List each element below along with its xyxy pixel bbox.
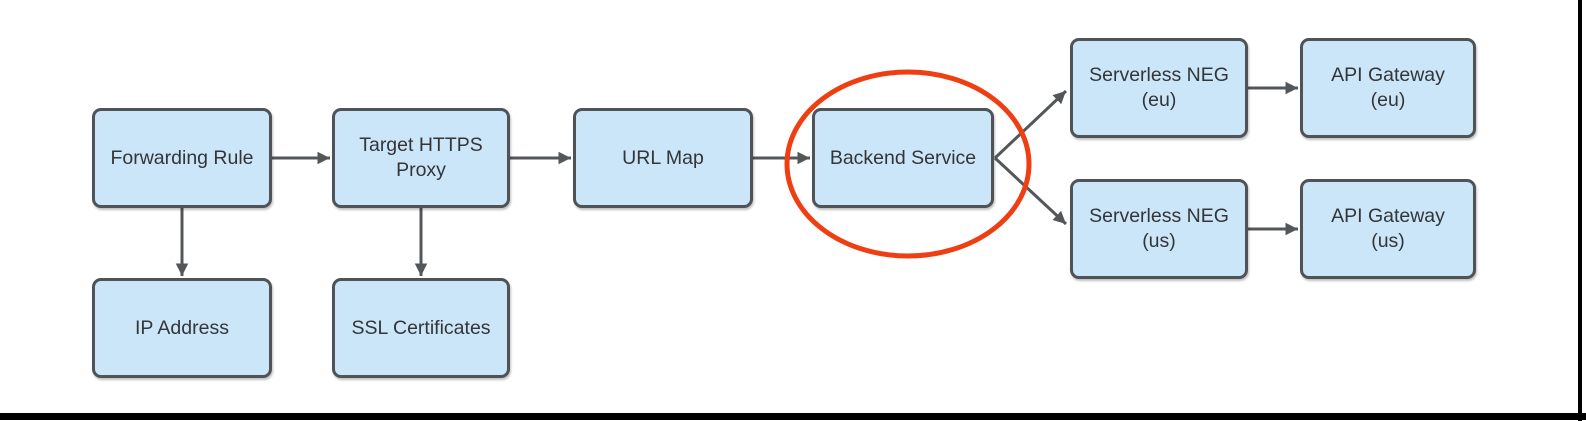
node-label: API Gateway (eu) xyxy=(1331,64,1445,111)
node-label: SSL Certificates xyxy=(351,316,491,339)
frame-bottom-border xyxy=(0,413,1586,420)
node-backend-service: Backend Service xyxy=(812,108,994,208)
node-api-gateway-eu: API Gateway (eu) xyxy=(1300,38,1476,138)
highlight-ellipse-backend-service xyxy=(784,69,1032,259)
node-label: IP Address xyxy=(135,316,229,339)
node-api-gateway-us: API Gateway (us) xyxy=(1300,179,1476,279)
edge-backend-service-to-serverless-neg-eu xyxy=(993,89,1068,160)
node-target-https-proxy: Target HTTPS Proxy xyxy=(332,108,510,208)
node-serverless-neg-us: Serverless NEG (us) xyxy=(1070,179,1248,279)
node-ip-address: IP Address xyxy=(92,278,272,378)
node-ssl-certificates: SSL Certificates xyxy=(332,278,510,378)
node-serverless-neg-eu: Serverless NEG (eu) xyxy=(1070,38,1248,138)
frame-right-border xyxy=(1578,0,1582,421)
edge-backend-service-to-serverless-neg-us xyxy=(993,156,1068,226)
node-label: URL Map xyxy=(622,146,704,169)
node-label: Target HTTPS Proxy xyxy=(359,134,483,181)
node-label: Serverless NEG (eu) xyxy=(1089,64,1229,111)
node-forwarding-rule: Forwarding Rule xyxy=(92,108,272,208)
node-label: Serverless NEG (us) xyxy=(1089,205,1229,252)
node-url-map: URL Map xyxy=(573,108,753,208)
node-label: API Gateway (us) xyxy=(1331,205,1445,252)
node-label: Forwarding Rule xyxy=(110,146,254,169)
node-label: Backend Service xyxy=(829,146,977,169)
